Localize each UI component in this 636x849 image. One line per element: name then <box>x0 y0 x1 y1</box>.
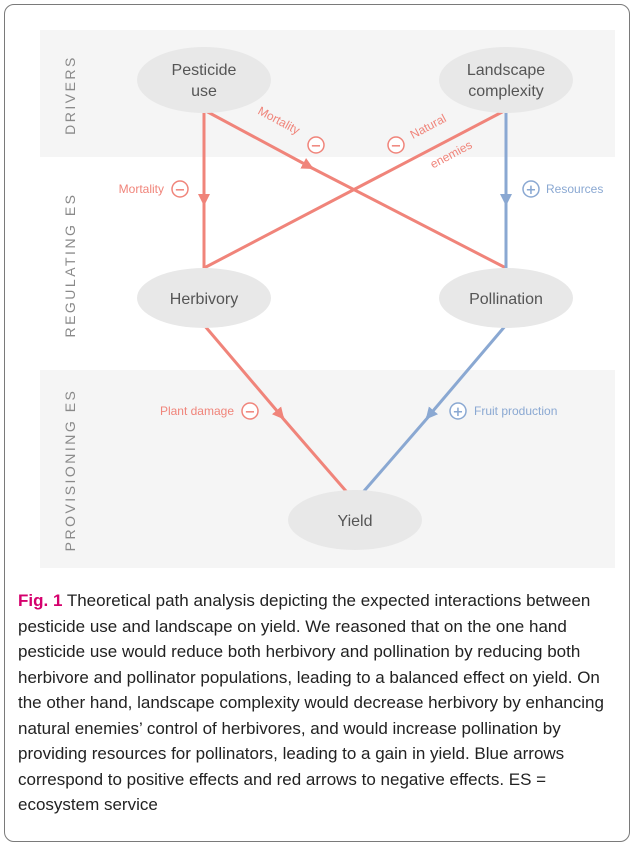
svg-text:−: − <box>175 183 186 198</box>
sign-mortality-diag: − <box>307 136 325 154</box>
edge-pesticide-pollination-head <box>203 108 314 170</box>
caption-label: Fig. 1 <box>18 591 63 610</box>
svg-text:−: − <box>245 405 256 420</box>
label-resources: Resources <box>546 182 603 196</box>
edge-herbivory-yield-tail <box>278 414 354 499</box>
edge-landscape-herbivory <box>203 108 507 270</box>
svg-text:−: − <box>311 139 322 154</box>
node-yield: Yield <box>288 490 422 550</box>
node-herbivory-label: Herbivory <box>170 291 238 308</box>
node-landscape-line1: Landscape <box>467 62 545 79</box>
node-pesticide-line2: use <box>191 83 217 100</box>
svg-text:−: − <box>391 139 402 154</box>
label-fruit-production: Fruit production <box>474 404 557 418</box>
label-plant-damage: Plant damage <box>160 404 234 418</box>
band-label-drivers: DRIVERS <box>62 55 78 135</box>
node-landscape: Landscape complexity <box>439 47 573 113</box>
label-mortality-left: Mortality <box>119 182 164 196</box>
edge-pollination-yield-tail <box>356 414 432 499</box>
edge-herbivory-yield-head <box>202 324 285 420</box>
svg-text:+: + <box>453 405 464 420</box>
sign-fruit-production: + <box>449 402 467 420</box>
sign-mortality-left: − <box>171 180 189 198</box>
edge-pesticide-pollination-tail <box>307 164 507 270</box>
caption-text: Theoretical path analysis depicting the … <box>18 591 604 814</box>
sign-plant-damage: − <box>241 402 259 420</box>
node-pesticide-line1: Pesticide <box>172 62 237 79</box>
svg-text:+: + <box>526 183 537 198</box>
node-pollination-label: Pollination <box>469 291 543 308</box>
node-yield-label: Yield <box>338 513 373 530</box>
sign-resources: + <box>522 180 540 198</box>
node-landscape-line2: complexity <box>468 83 544 100</box>
band-label-provisioning: PROVISIONING ES <box>62 389 78 552</box>
figure-caption: Fig. 1 Theoretical path analysis depicti… <box>18 588 622 818</box>
node-herbivory: Herbivory <box>137 268 271 328</box>
edges <box>198 108 512 499</box>
edge-pollination-yield-head <box>425 324 508 420</box>
path-diagram: DRIVERS REGULATING ES PROVISIONING ES Pe… <box>62 47 604 552</box>
node-pollination: Pollination <box>439 268 573 328</box>
band-label-regulating: REGULATING ES <box>62 192 78 337</box>
node-pesticide: Pesticide use <box>137 47 271 113</box>
sign-natural-enemies: − <box>387 136 405 154</box>
